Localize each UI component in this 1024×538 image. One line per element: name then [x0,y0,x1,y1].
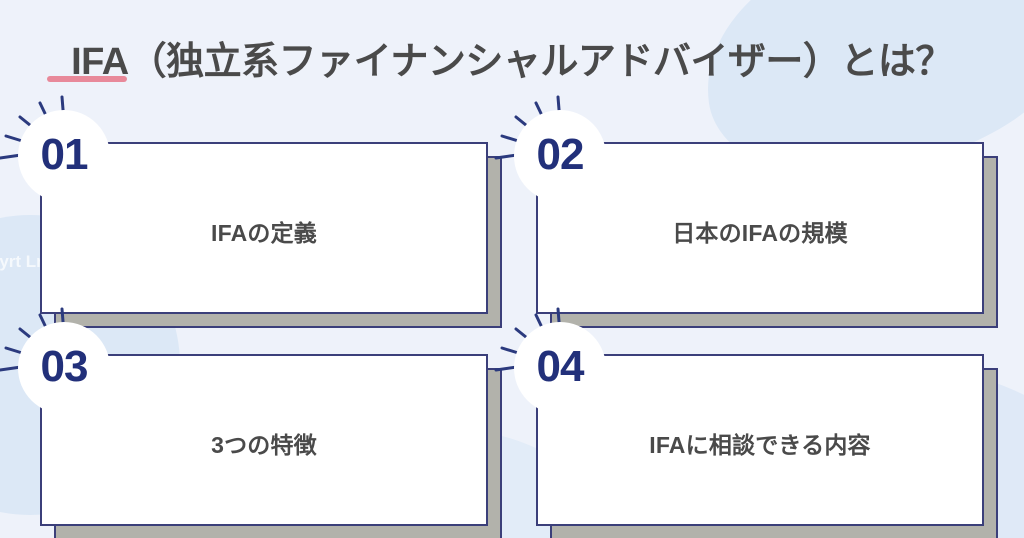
watermark-text: ttyrt Lr [0,252,43,271]
page-title: IFA（独立系ファイナンシャルアドバイザー）とは？ [71,41,953,83]
card-item[interactable]: 3つの特徴 [40,354,502,538]
card-number: 03 [40,342,89,391]
title-block: IFA（独立系ファイナンシャルアドバイザー）とは？ [0,30,1024,85]
card-number-badge: 02 [514,110,606,202]
card-item[interactable]: 日本のIFAの規模 [536,142,998,328]
card-face: 日本のIFAの規模 [536,142,984,314]
card-label: 3つの特徴 [211,432,317,458]
card-face: 3つの特徴 [40,354,488,526]
card-label: 日本のIFAの規模 [672,220,848,246]
card-number-badge: 03 [18,322,110,414]
card-item[interactable]: IFAに相談できる内容 [536,354,998,538]
card-face: IFAの定義 [40,142,488,314]
card-number: 01 [40,130,89,179]
card-number: 02 [536,130,585,179]
card-face: IFAに相談できる内容 [536,354,984,526]
card-number: 04 [536,342,585,391]
card-item[interactable]: IFAの定義 [40,142,502,328]
card-label: IFAに相談できる内容 [649,432,871,458]
title-underline [47,76,127,82]
card-number-badge: 01 [18,110,110,202]
card-number-badge: 04 [514,322,606,414]
card-label: IFAの定義 [211,220,317,246]
